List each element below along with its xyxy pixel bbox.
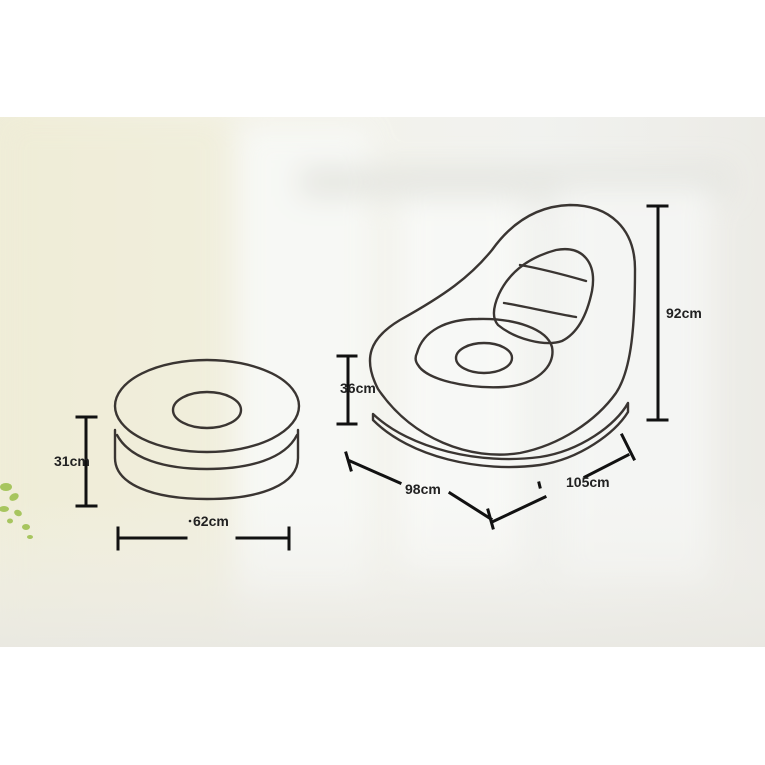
room-backdrop — [0, 117, 765, 647]
chair-seat-height-label: 36cm — [340, 380, 376, 396]
diagram-canvas — [0, 117, 765, 647]
dimension-lines — [75, 204, 669, 551]
chair-total-height-dimension — [646, 204, 669, 422]
chair-seat-height-dimension — [336, 354, 358, 426]
chair-seat-ring — [454, 341, 514, 375]
chair-width-label: 105cm — [566, 474, 610, 490]
ottoman-height-label: 31cm — [54, 453, 90, 469]
ottoman-width-dimension — [116, 526, 291, 551]
ottoman-center-ring — [171, 390, 243, 430]
plant-leaves — [0, 483, 33, 539]
chair-depth-label: 98cm — [405, 481, 441, 497]
ottoman-height-dimension — [75, 415, 98, 508]
chair-total-height-label: 92cm — [666, 305, 702, 321]
chair-outline — [368, 203, 637, 469]
chair-depth-dimension — [344, 451, 495, 530]
stray-mark — [188, 519, 192, 523]
ottoman-width-label: 62cm — [193, 513, 229, 529]
ottoman-outline — [113, 358, 301, 501]
product-dimension-diagram: 31cm 62cm 36cm 92cm 98cm 105cm — [0, 117, 765, 647]
chair-width-dimension — [490, 432, 637, 524]
chair-seat-cushion — [414, 317, 554, 389]
